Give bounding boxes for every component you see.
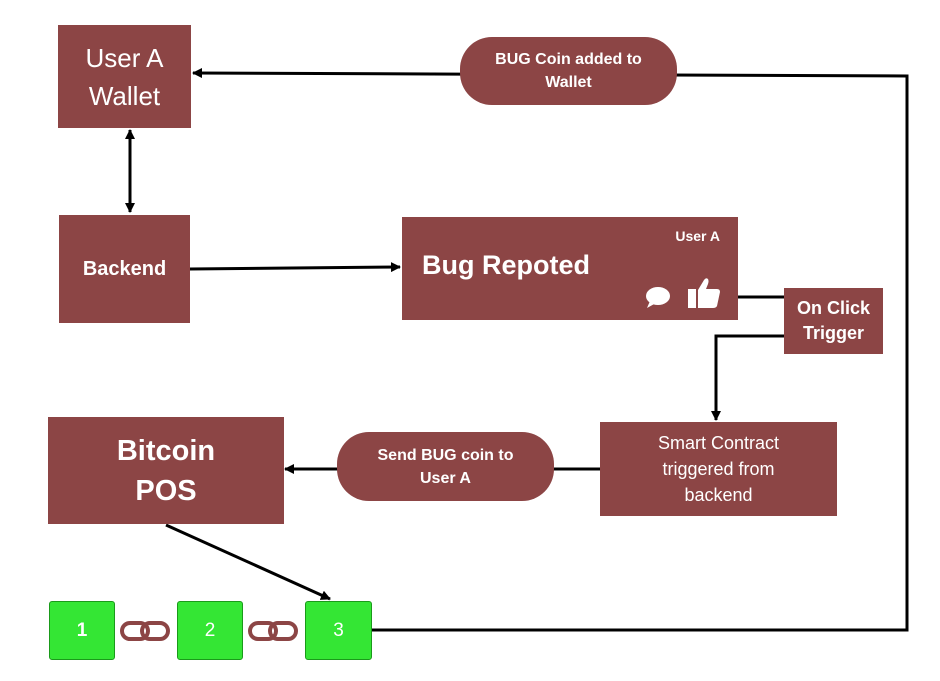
- backend-bug-connector: [189, 262, 401, 273]
- backend-node: Backend: [59, 215, 190, 323]
- thumbs-up-icon[interactable]: [687, 277, 721, 309]
- speech-bubble-icon[interactable]: [645, 285, 673, 309]
- trigger-contract-connector: [711, 334, 784, 421]
- user-wallet-node: User A Wallet: [58, 25, 191, 128]
- bitcoin-pos-node: Bitcoin POS: [48, 417, 284, 524]
- chain-block-3: 3: [305, 601, 372, 660]
- bug-reported-node: Bug Repoted User A: [402, 217, 738, 320]
- bug-reported-title: Bug Repoted: [422, 250, 590, 280]
- chain-block-2: 2: [177, 601, 243, 660]
- coin-added-label: BUG Coin added to Wallet: [460, 37, 677, 105]
- chain-link-icon: [248, 621, 298, 641]
- chain-block-1: 1: [49, 601, 115, 660]
- send-coin-label: Send BUG coin to User A: [337, 432, 554, 501]
- smart-contract-node: Smart Contract triggered from backend: [600, 422, 837, 516]
- chain-link-icon: [120, 621, 170, 641]
- pos-block-connector: [165, 523, 331, 601]
- on-click-trigger-node: On Click Trigger: [784, 288, 883, 354]
- bug-reporter-label: User A: [675, 228, 720, 244]
